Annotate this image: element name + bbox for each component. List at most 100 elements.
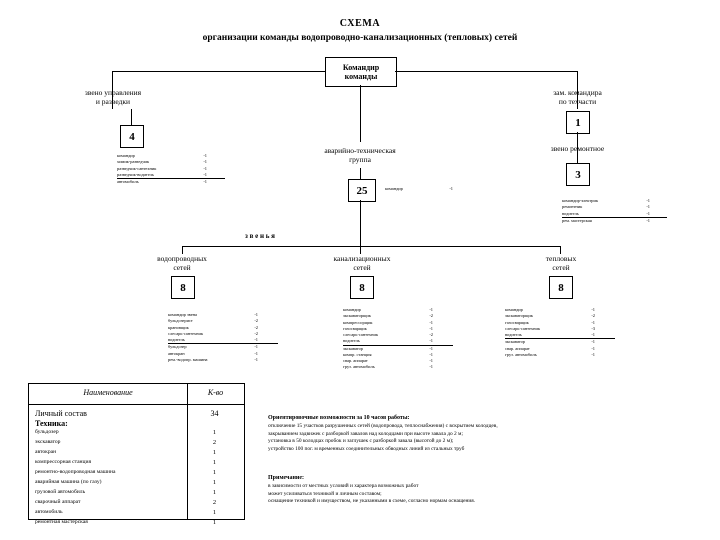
upravlenie-count: 4 — [129, 130, 135, 143]
role-name: рем. мастерская — [562, 217, 592, 223]
label-unit-kanalizacionnyh: канализационных сетей — [308, 254, 416, 272]
unit3-count: 8 — [558, 281, 564, 294]
role-qty: -2 — [254, 324, 258, 330]
role-name: экскаватор — [505, 339, 525, 345]
note-line: в зависимости от местных условий и харак… — [268, 482, 419, 489]
role-name: слесарь-сантехник — [505, 325, 540, 331]
avar-tech-role-name: командир — [385, 186, 403, 191]
unit2-label-line2: сетей — [353, 263, 371, 272]
node-commander[interactable]: Командир команды — [325, 57, 397, 87]
role-name: автомобиль — [117, 179, 139, 184]
role-row: командир звена-1 — [168, 312, 278, 318]
avar-tech-count: 25 — [356, 184, 368, 197]
remontnoe-count: 3 — [575, 168, 581, 181]
table-cell-qty: 2 — [212, 439, 217, 446]
capabilities-block: Ориентировочные возможности за 10 часов … — [268, 414, 708, 454]
node-avar-tech-count[interactable]: 25 — [348, 179, 376, 202]
node-remontnoe-count[interactable]: 3 — [566, 163, 590, 186]
role-name: разведчик-водитель — [117, 171, 154, 177]
node-unit-kanalizacionnyh-count[interactable]: 8 — [350, 276, 374, 299]
role-qty: -1 — [646, 210, 650, 216]
table-row: Техника: — [29, 419, 244, 429]
table-row: аварийная машина (по газу)1 — [29, 479, 244, 489]
role-row: автомобиль -1 — [117, 179, 225, 185]
table-cell-name: экскаватор — [35, 439, 61, 445]
unit2-label-line1: канализационных — [333, 254, 391, 263]
role-row: химик-разведчик-1 — [117, 159, 225, 165]
role-row: бульдозер-1 — [168, 344, 278, 350]
table-cell-name: грузовой автомобиль — [35, 489, 86, 495]
node-zam-count[interactable]: 1 — [566, 111, 590, 134]
label-avar-tech-line2: группа — [349, 155, 371, 164]
role-row: командир-1 — [505, 307, 615, 313]
table-cell-name: автомобиль — [35, 509, 63, 515]
label-zam-komandira: зам. командира по техчасти — [520, 88, 635, 106]
label-upravlenie-line2: и разведки — [95, 97, 131, 106]
node-upravlenie-count[interactable]: 4 — [120, 125, 144, 148]
role-name: слесарь-сантехник — [343, 332, 378, 337]
role-name: рем.-водопр. машина — [168, 356, 208, 362]
role-row: газосварщик -1 — [505, 320, 615, 326]
connector-drop-right — [577, 71, 578, 109]
unit2-count: 8 — [359, 281, 365, 294]
role-name: крановщик — [168, 324, 189, 330]
table-cell-name: компрессорная станция — [35, 459, 92, 465]
label-avar-tech: аварийно-техническая группа — [295, 146, 425, 164]
role-name: командир-электрик — [562, 198, 598, 203]
zam-count: 1 — [575, 116, 581, 129]
role-row: разведчик-сантехник-1 — [117, 166, 225, 172]
role-row: груз. автомобиль-1 — [505, 352, 615, 358]
role-name: водитель — [343, 338, 360, 344]
note-line: оснащение техникой и имуществом, не указ… — [268, 498, 476, 505]
table-cell-qty: 1 — [212, 479, 217, 486]
role-name: компрессорщик — [343, 319, 373, 325]
table-column-divider — [187, 384, 188, 519]
role-name: газосварщик — [505, 319, 529, 325]
role-name: компр. станция — [343, 351, 372, 357]
role-name: груз. автомобиль — [343, 364, 375, 370]
role-qty: -1 — [203, 159, 207, 165]
role-qty: -1 — [203, 165, 207, 171]
table-cell-name: бульдозер — [35, 429, 59, 435]
role-row: свар. аппарат-1 — [505, 346, 615, 352]
role-row: командир -1 — [343, 307, 453, 313]
role-row: водитель -1 — [168, 337, 278, 345]
role-name: бульдозер — [168, 344, 187, 350]
role-qty: -1 — [429, 338, 433, 344]
role-qty: -1 — [591, 319, 595, 325]
role-name: автокран — [168, 350, 185, 356]
role-qty: -1 — [429, 319, 433, 325]
role-qty: -1 — [591, 351, 595, 357]
table-cell-qty: 1 — [212, 469, 217, 476]
role-qty: -1 — [254, 337, 258, 342]
label-avar-tech-line1: аварийно-техническая — [324, 146, 396, 155]
role-qty: -1 — [429, 307, 433, 312]
role-row: рем. мастерская -1 — [562, 218, 667, 224]
note-line: закрыванием задвижек с разборкой завалов… — [268, 430, 463, 437]
role-name: командир — [343, 307, 361, 312]
node-unit-teplovyh-count[interactable]: 8 — [549, 276, 573, 299]
connector-upravlenie — [131, 109, 132, 125]
role-row: автокран -1 — [168, 351, 278, 357]
node-unit-vodoprovodnyh-count[interactable]: 8 — [171, 276, 195, 299]
role-row: водитель -1 — [562, 211, 667, 218]
role-row: рем.-водопр. машина-1 — [168, 357, 278, 363]
role-qty: -1 — [646, 217, 650, 223]
role-name: водитель — [562, 210, 579, 216]
connector-bus-right — [395, 71, 577, 72]
role-qty: -1 — [591, 332, 595, 337]
role-name: водитель — [168, 337, 185, 342]
role-name: экскаваторщик — [505, 313, 533, 319]
table-cell-qty: 1 — [212, 449, 217, 456]
role-qty: -1 — [254, 350, 258, 356]
role-name: свар. аппарат — [505, 345, 530, 351]
role-qty: -3 — [591, 325, 595, 331]
role-qty: -2 — [591, 313, 595, 319]
role-row: экскаватор-1 — [505, 339, 615, 345]
role-qty: -2 — [254, 318, 258, 324]
role-qty: -1 — [203, 179, 207, 184]
